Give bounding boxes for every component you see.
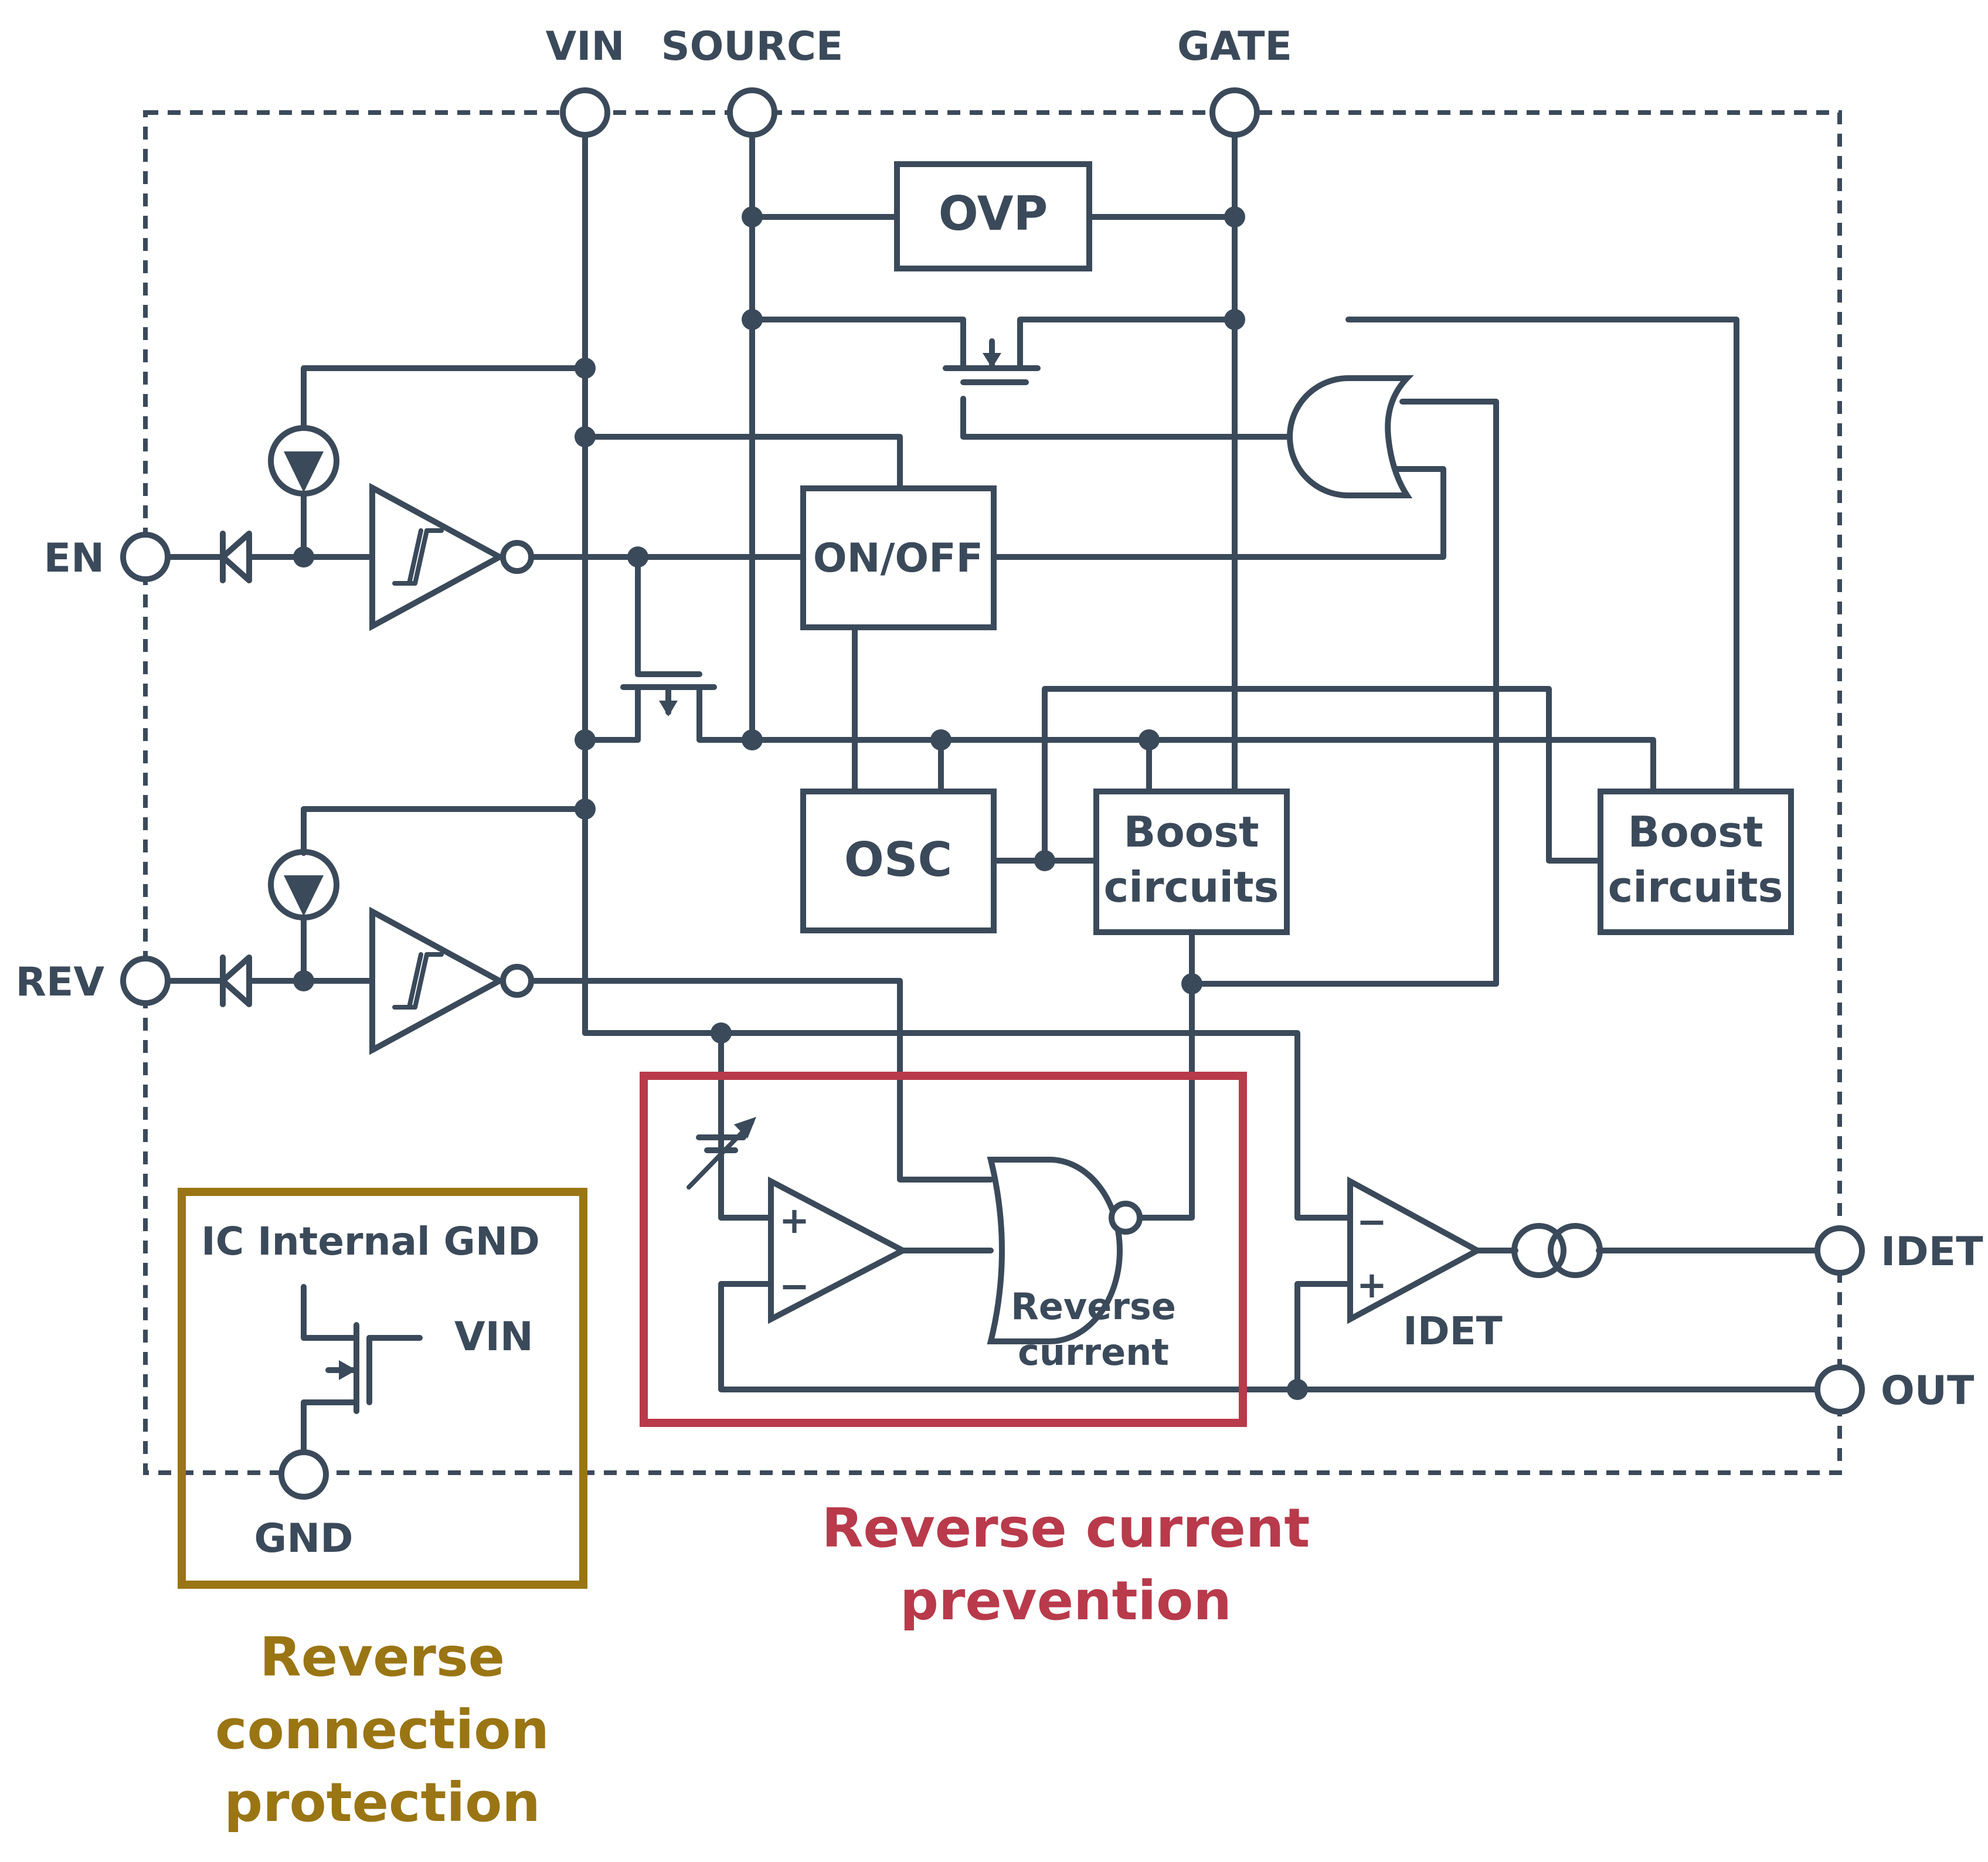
pin-en[interactable]: EN (44, 532, 171, 582)
boost-1-line-1: Boost (1123, 807, 1259, 857)
current-mirror-icon (1511, 1223, 1603, 1278)
pin-out-label: OUT (1881, 1368, 1975, 1414)
osc-block: OSC (800, 789, 997, 933)
variable-source-icon (687, 1117, 756, 1221)
inset-title: IC Internal GND (201, 1219, 540, 1264)
reverse-current-line-2: current (1018, 1331, 1169, 1374)
boost-1-line-2: circuits (1104, 862, 1279, 912)
reverse-current-prevention-box (640, 1072, 1247, 1427)
wires (157, 133, 1827, 1392)
diode-en (220, 531, 252, 583)
pin-gate-label: GATE (1177, 23, 1292, 70)
reverse-current-label: Reverse current (1011, 1285, 1176, 1374)
nor-gate (987, 1157, 1143, 1344)
inset-vin-label: VIN (454, 1314, 533, 1360)
pmos-top (943, 338, 1041, 385)
comparator-plus: + (779, 1199, 810, 1242)
reverse-current-prevention-caption: Reverse current prevention (822, 1497, 1310, 1632)
rcon-line-1: Reverse (260, 1626, 505, 1688)
pin-out[interactable]: OUT (1814, 1364, 1975, 1415)
junction-dots (293, 206, 1308, 1400)
reverse-comparator: + − (768, 1176, 909, 1324)
pin-source-label: SOURCE (661, 23, 844, 70)
reverse-current-line-1: Reverse (1011, 1285, 1176, 1328)
pin-idet-label: IDET (1881, 1229, 1983, 1275)
pin-source[interactable]: SOURCE (661, 23, 844, 138)
current-source-rev (268, 849, 339, 920)
boost-2-line-2: circuits (1608, 862, 1783, 912)
pin-vin-label: VIN (546, 23, 625, 70)
ovp-block: OVP (894, 161, 1092, 271)
idet-amp-plus: + (1357, 1263, 1387, 1306)
boost-2-line-1: Boost (1627, 807, 1763, 857)
pin-en-label: EN (44, 535, 104, 582)
pin-gate[interactable]: GATE (1177, 23, 1292, 138)
rcon-line-3: protection (224, 1771, 541, 1834)
gnd-nmos-inset: IC Internal GND VIN (201, 1219, 540, 1470)
osc-label: OSC (844, 833, 952, 887)
or-gate (1287, 375, 1414, 498)
comparator-minus: − (779, 1265, 810, 1307)
diode-rev (220, 954, 252, 1007)
boost-circuits-block-2: Boost circuits (1598, 789, 1794, 935)
idet-amp-label: IDET (1403, 1309, 1502, 1354)
pin-gnd-label: GND (254, 1516, 353, 1562)
pin-idet[interactable]: IDET (1814, 1225, 1983, 1276)
schmitt-buffer-rev (369, 906, 534, 1055)
on-off-label: ON/OFF (813, 535, 983, 582)
reverse-connection-protection-caption: Reverse connection protection (215, 1626, 549, 1834)
rcp-line-2: prevention (900, 1569, 1232, 1632)
idet-amp-minus: − (1357, 1200, 1387, 1243)
ovp-label: OVP (939, 186, 1048, 241)
schmitt-buffer-en (369, 483, 534, 631)
nmos-center (620, 671, 717, 716)
rcp-line-1: Reverse current (822, 1497, 1310, 1559)
reverse-connection-protection-box (178, 1188, 587, 1589)
ic-boundary (143, 110, 1842, 1475)
rcon-line-2: connection (215, 1698, 549, 1761)
pin-vin[interactable]: VIN (546, 23, 625, 138)
pin-rev-label: REV (16, 959, 105, 1005)
pin-rev[interactable]: REV (16, 956, 171, 1006)
current-source-en (268, 425, 339, 497)
boost-circuits-block-1: Boost circuits (1093, 789, 1290, 935)
on-off-block: ON/OFF (800, 485, 997, 630)
idet-amplifier: − + IDET (1347, 1176, 1503, 1354)
pin-gnd[interactable]: GND (254, 1449, 354, 1562)
